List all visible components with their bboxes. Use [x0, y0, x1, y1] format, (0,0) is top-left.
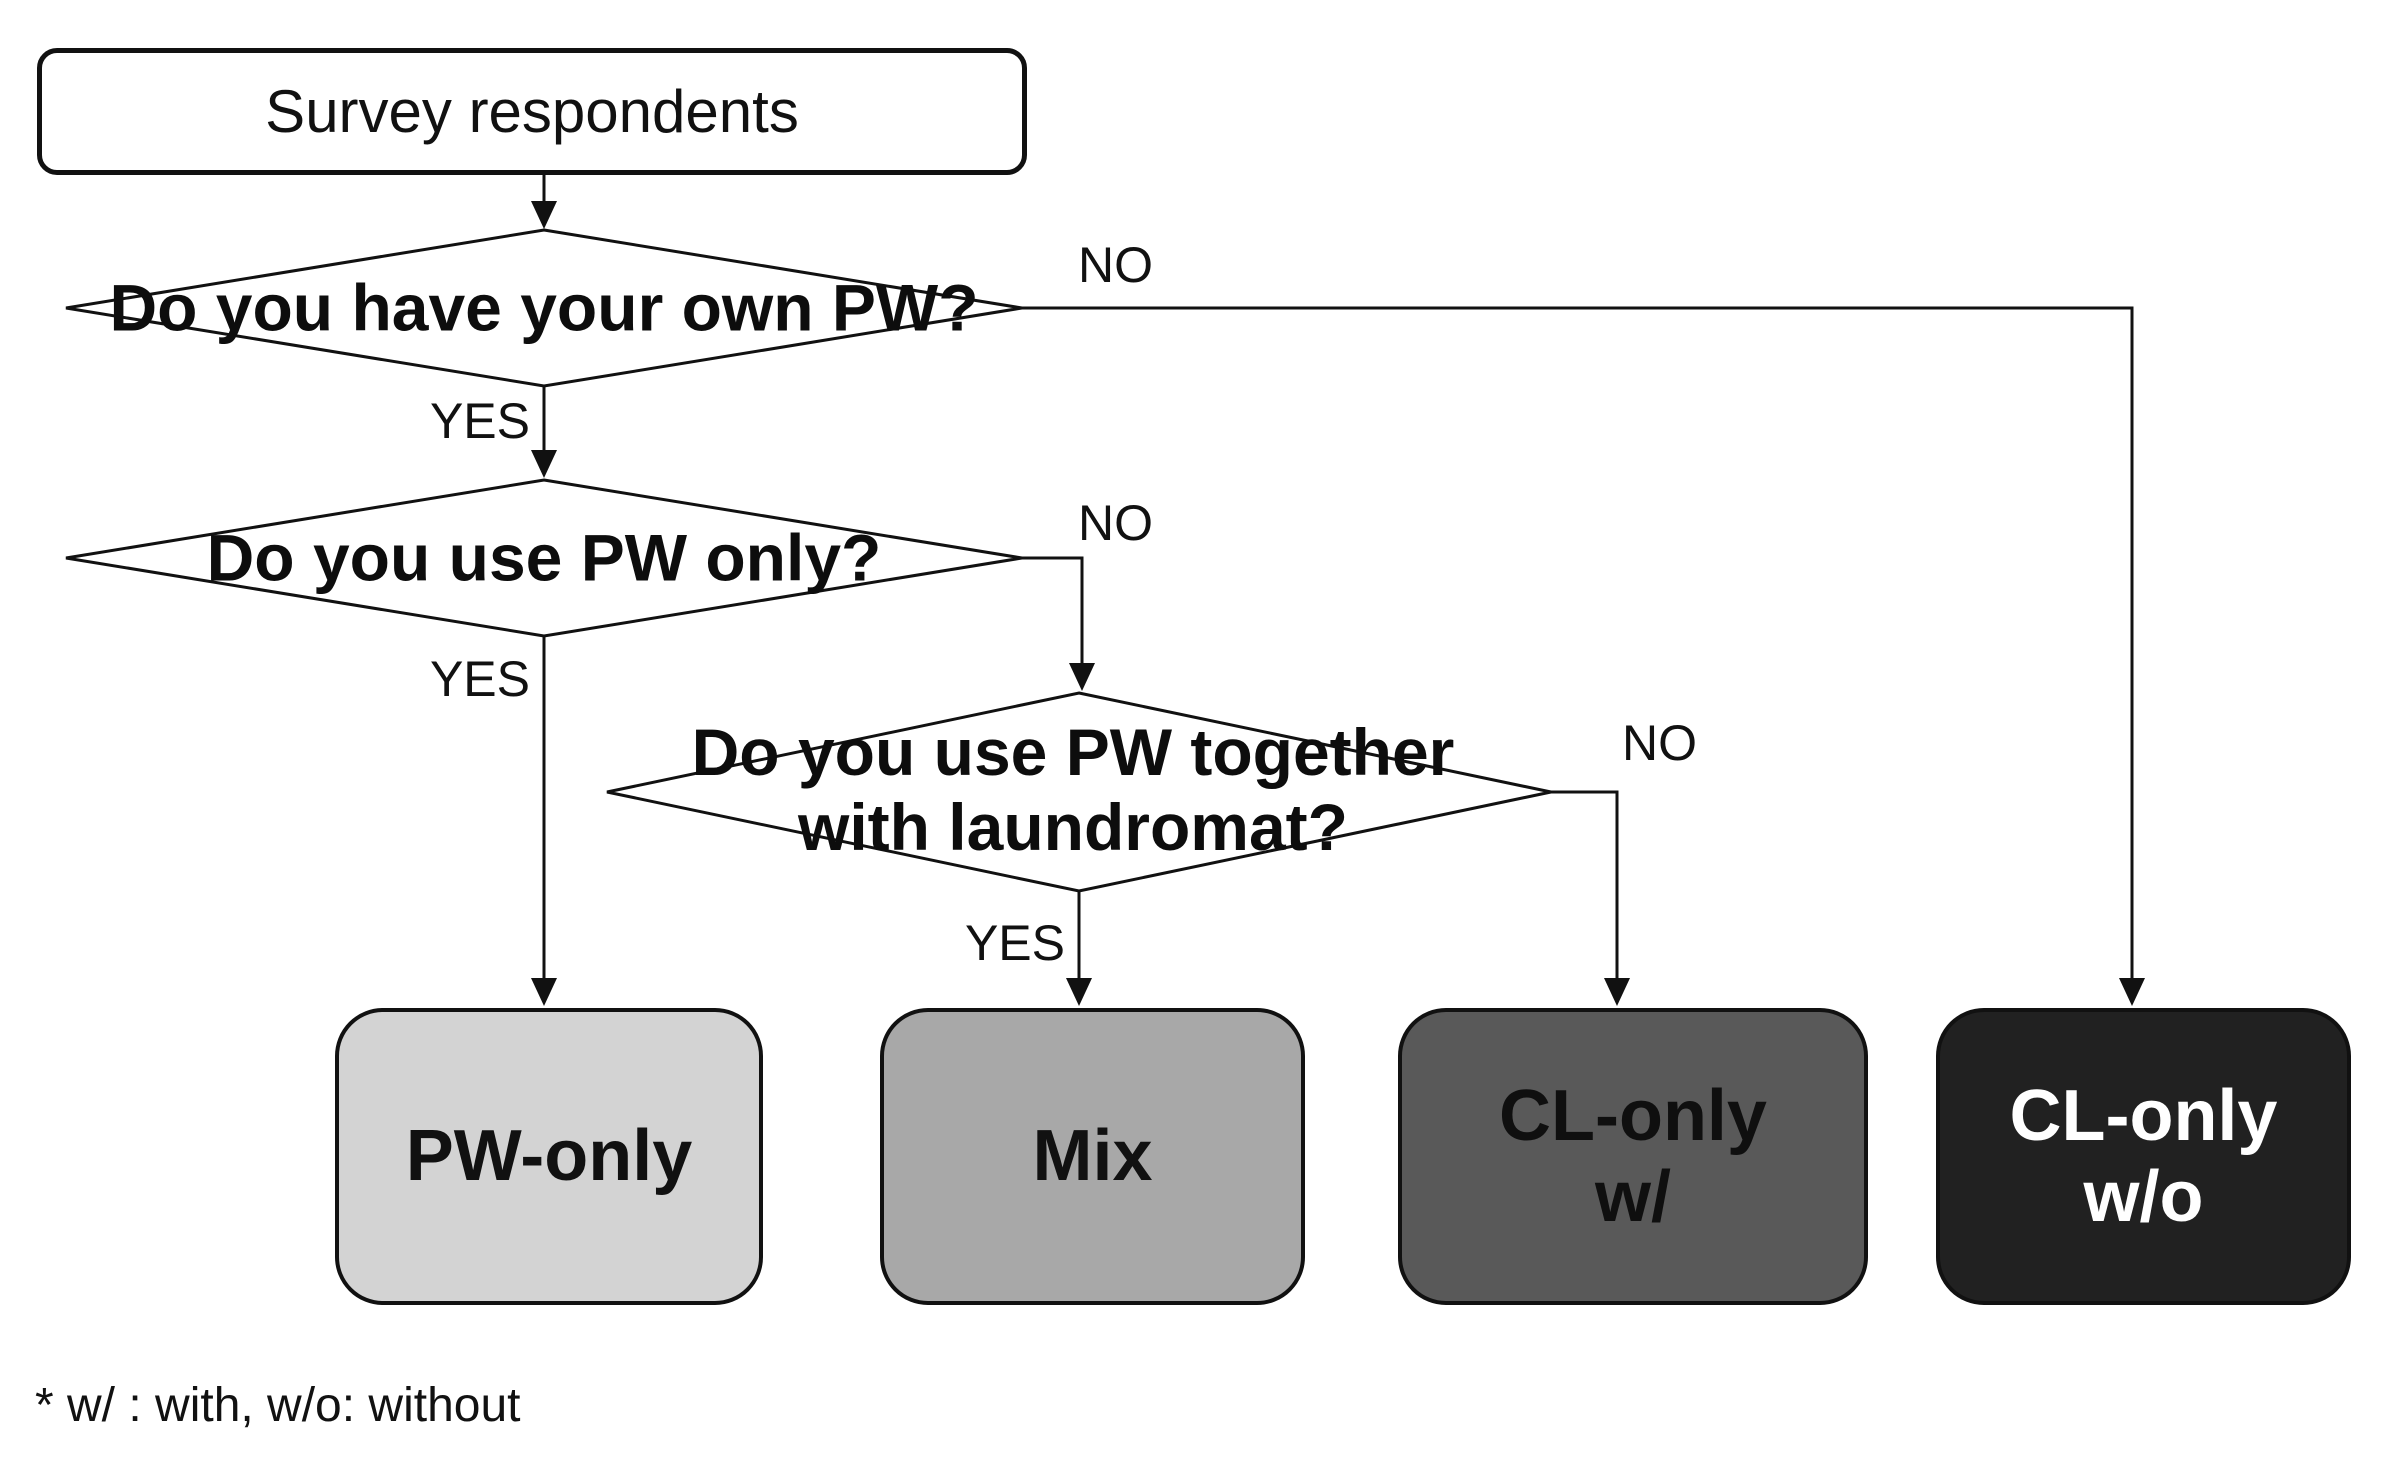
decision-2-yes-label: YES: [429, 651, 530, 707]
edge-decision3-no-arrowhead-icon: [1604, 978, 1630, 1006]
decision-3-question-line2: with laundromat?: [798, 790, 1348, 864]
edge-decision1-no-arrowhead-icon: [2119, 978, 2145, 1006]
decision-3-question-line1: Do you use PW together: [691, 714, 1455, 789]
decision-3-question: Do you use PW together with laundromat?: [692, 715, 1455, 865]
decision-3-yes-label: YES: [964, 915, 1065, 971]
decision-2-question: Do you use PW only?: [206, 520, 882, 595]
outcome-cl-only-w-box: CL-only w/: [1398, 1008, 1868, 1305]
edge-decision2-no-to-decision3: [1022, 556, 1095, 691]
outcome-mix-box: Mix: [880, 1008, 1305, 1305]
edge-decision3-no-line: [1551, 790, 1619, 980]
start-node: Survey respondents: [37, 48, 1027, 175]
outcome-cl-only-wo-label-line2: w/o: [2083, 1156, 2204, 1237]
edge-decision1-yes-arrowhead-icon: [531, 450, 557, 478]
edge-start-to-decision1: [531, 175, 557, 229]
decision-3-no-label: NO: [1622, 715, 1697, 771]
edge-start-to-decision1-arrowhead-icon: [531, 201, 557, 229]
outcome-pw-only-box: PW-only: [335, 1008, 763, 1305]
footnote: * w/ : with, w/o: without: [35, 1379, 521, 1432]
decision-1-diamond: [65, 228, 1023, 388]
edge-decision3-yes-arrowhead-icon: [1066, 978, 1092, 1006]
edge-decision2-yes-arrowhead-icon: [531, 978, 557, 1006]
decision-2-no-label: NO: [1078, 495, 1153, 551]
decision-2-diamond: [65, 478, 1023, 638]
decision-3-diamond: [606, 691, 1552, 893]
decision-1-no-label: NO: [1078, 237, 1153, 293]
edge-decision2-no-arrowhead-icon: [1069, 663, 1095, 691]
outcome-cl-only-w-label-line2: w/: [1594, 1156, 1671, 1237]
edge-decision2-yes-to-pw-only: [531, 636, 557, 1006]
start-node-label: Survey respondents: [265, 78, 799, 145]
edge-decision1-yes-to-decision2: [531, 386, 557, 478]
outcome-cl-only-wo-label-line1: CL-only: [2009, 1075, 2278, 1156]
edge-decision1-no-to-cl-only-wo: [1022, 306, 2145, 1006]
outcome-cl-only-wo-box: CL-only w/o: [1936, 1008, 2351, 1305]
edge-decision3-no-to-cl-only-w: [1551, 790, 1630, 1006]
outcome-mix-label: Mix: [1032, 1116, 1153, 1197]
decision-1-yes-label: YES: [429, 393, 530, 449]
outcome-pw-only-label: PW-only: [405, 1116, 693, 1197]
edge-decision3-yes-to-mix: [1066, 891, 1092, 1006]
outcome-cl-only-w-label-line1: CL-only: [1499, 1075, 1767, 1156]
edge-decision2-no-line: [1022, 556, 1084, 667]
decision-1-question: Do you have your own PW?: [109, 270, 979, 345]
edge-decision1-no-line: [1022, 306, 2134, 980]
